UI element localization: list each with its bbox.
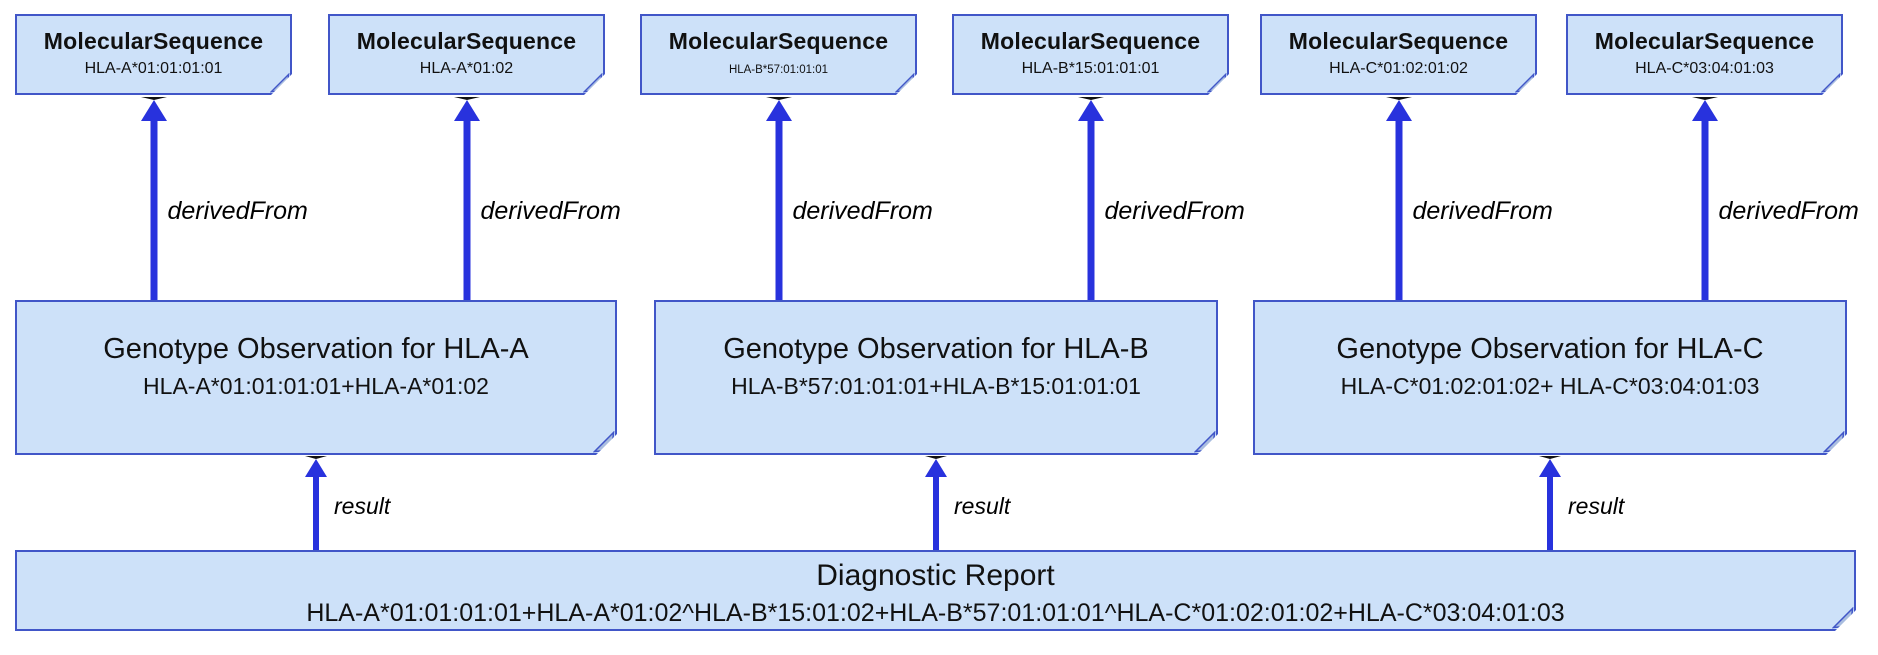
molecular-sequence-title: MolecularSequence — [980, 28, 1201, 54]
arrow-shaft — [775, 112, 782, 300]
molecular-sequence-title: MolecularSequence — [668, 28, 889, 54]
diagnostic-report-title: Diagnostic Report — [816, 559, 1055, 592]
genotype-observation-node: Genotype Observation for HLA-C HLA-C*01:… — [1253, 300, 1847, 455]
arrow-shaft — [1547, 468, 1553, 550]
folded-corner-icon — [1207, 73, 1227, 93]
molecular-sequence-node: MolecularSequence HLA-C*01:02:01:02 — [1260, 14, 1537, 95]
genotype-observation-value: HLA-C*01:02:01:02+ HLA-C*03:04:01:03 — [1340, 373, 1760, 399]
molecular-sequence-node: MolecularSequence HLA-B*57:01:01:01 — [640, 14, 917, 95]
arrow-shaft — [1395, 112, 1402, 300]
folded-corner-icon — [1832, 607, 1854, 629]
derived-from-label: derivedFrom — [1412, 197, 1553, 225]
arrowhead-icon — [140, 97, 167, 121]
molecular-sequence-allele: HLA-A*01:01:01:01 — [84, 60, 223, 77]
arrow-shaft — [933, 468, 939, 550]
arrow-shaft — [1701, 112, 1708, 300]
result-label: result — [334, 493, 391, 519]
result-label: result — [1568, 493, 1625, 519]
folded-corner-icon — [593, 431, 615, 453]
molecular-sequence-node: MolecularSequence HLA-B*15:01:01:01 — [952, 14, 1229, 95]
derived-from-label: derivedFrom — [167, 197, 308, 225]
arrow-shaft — [150, 112, 157, 300]
result-label: result — [954, 493, 1011, 519]
result-arrow — [925, 456, 947, 550]
folded-corner-icon — [1515, 73, 1535, 93]
arrowhead-icon — [1077, 97, 1104, 121]
derived-from-label: derivedFrom — [480, 197, 621, 225]
arrow-shaft — [1087, 112, 1094, 300]
genotype-observation-value: HLA-A*01:01:01:01+HLA-A*01:02 — [143, 373, 489, 399]
arrowhead-icon — [765, 97, 792, 121]
derived-from-label: derivedFrom — [1718, 197, 1859, 225]
molecular-sequence-allele: HLA-C*03:04:01:03 — [1635, 60, 1774, 77]
result-arrow — [305, 456, 327, 550]
folded-corner-icon — [1823, 431, 1845, 453]
folded-corner-icon — [583, 73, 603, 93]
arrowhead-icon — [1385, 97, 1412, 121]
molecular-sequence-node: MolecularSequence HLA-A*01:01:01:01 — [15, 14, 292, 95]
derived-from-arrow — [1691, 97, 1718, 300]
derived-from-label: derivedFrom — [1104, 197, 1245, 225]
derived-from-arrow — [453, 97, 480, 300]
derived-from-arrow — [1385, 97, 1412, 300]
genotype-observation-title: Genotype Observation for HLA-A — [103, 333, 529, 365]
molecular-sequence-allele: HLA-B*57:01:01:01 — [728, 64, 829, 76]
folded-corner-icon — [1821, 73, 1841, 93]
folded-corner-icon — [1194, 431, 1216, 453]
derived-from-arrow — [1077, 97, 1104, 300]
derived-from-label: derivedFrom — [792, 197, 933, 225]
arrow-shaft — [463, 112, 470, 300]
arrowhead-icon — [1691, 97, 1718, 121]
molecular-sequence-allele: HLA-A*01:02 — [419, 60, 514, 77]
molecular-sequence-title: MolecularSequence — [356, 28, 577, 54]
diagnostic-report-genotype-string: HLA-A*01:01:01:01+HLA-A*01:02^HLA-B*15:0… — [306, 599, 1565, 627]
molecular-sequence-title: MolecularSequence — [43, 28, 264, 54]
arrowhead-icon — [453, 97, 480, 121]
arrow-shaft — [313, 468, 319, 550]
derived-from-arrow — [140, 97, 167, 300]
result-arrow — [1539, 456, 1561, 550]
molecular-sequence-allele: HLA-C*01:02:01:02 — [1329, 60, 1468, 77]
molecular-sequence-allele: HLA-B*15:01:01:01 — [1021, 60, 1160, 77]
molecular-sequence-title: MolecularSequence — [1594, 28, 1815, 54]
molecular-sequence-node: MolecularSequence HLA-C*03:04:01:03 — [1566, 14, 1843, 95]
genotype-observation-node: Genotype Observation for HLA-A HLA-A*01:… — [15, 300, 617, 455]
folded-corner-icon — [270, 73, 290, 93]
genotype-observation-title: Genotype Observation for HLA-B — [723, 333, 1149, 365]
genotype-observation-node: Genotype Observation for HLA-B HLA-B*57:… — [654, 300, 1218, 455]
molecular-sequence-node: MolecularSequence HLA-A*01:02 — [328, 14, 605, 95]
genotype-observation-value: HLA-B*57:01:01:01+HLA-B*15:01:01:01 — [731, 373, 1141, 399]
molecular-sequence-title: MolecularSequence — [1288, 28, 1509, 54]
derived-from-arrow — [765, 97, 792, 300]
diagnostic-report-node: Diagnostic Report HLA-A*01:01:01:01+HLA-… — [15, 550, 1856, 631]
genotype-observation-title: Genotype Observation for HLA-C — [1336, 333, 1764, 365]
folded-corner-icon — [895, 73, 915, 93]
